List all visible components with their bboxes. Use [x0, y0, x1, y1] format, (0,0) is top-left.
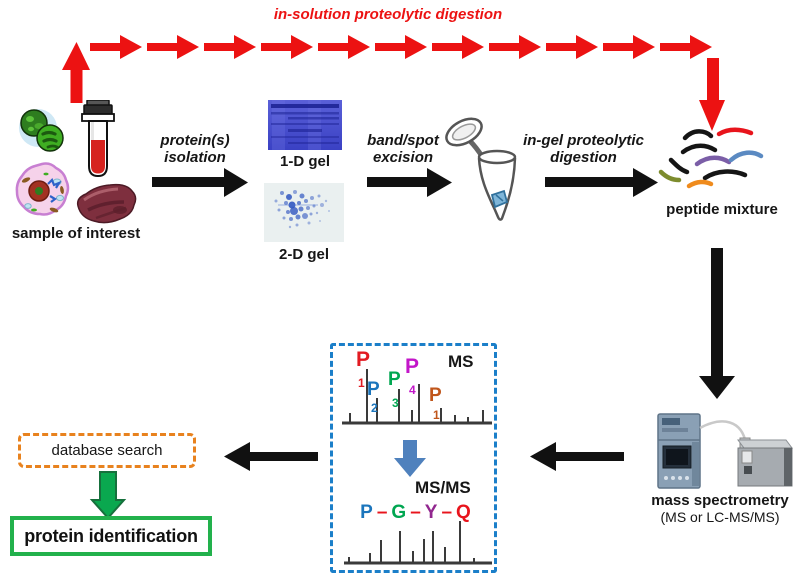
ms-to-msms-blue-arrow — [394, 440, 426, 477]
digestion-step-label: in-gel proteolytic digestion — [516, 132, 651, 167]
mass-spectrometry-line1: mass spectrometry — [651, 492, 789, 509]
sequence-dash: – — [441, 502, 453, 523]
tissue-icon — [76, 183, 137, 224]
1d-gel-label: 1-D gel — [279, 153, 330, 170]
ms-peak-p5-letter: P — [429, 385, 442, 406]
digestion-step-line2: digestion — [550, 149, 617, 167]
red-flow-right-arrows — [90, 35, 712, 59]
ms-peak-p5-sub: 1 — [433, 408, 440, 422]
2d-gel-label: 2-D gel — [278, 246, 329, 263]
ms-peak-p4-sub: 4 — [409, 383, 416, 397]
ms-peak-p4-letter: P — [405, 355, 420, 378]
sequence-letter-g: G — [391, 502, 407, 523]
ms-title: MS — [448, 352, 474, 371]
1d-gel-image — [268, 100, 342, 150]
red-flow-up-arrow — [62, 42, 90, 103]
digestion-arrow — [545, 168, 658, 197]
to-identification-green-arrow — [89, 471, 127, 520]
isolation-step-line2: isolation — [164, 149, 226, 167]
mass-spectrometer-icon — [657, 413, 793, 489]
peptide-mixture-icon — [658, 127, 764, 189]
blood-tube-icon — [81, 100, 115, 178]
ms-peak-p1-letter: P — [356, 348, 371, 371]
ms-peak-p2-letter: P — [367, 379, 380, 400]
peptide-mixture-label: peptide mixture — [666, 201, 778, 218]
protein-identification-label: protein identification — [24, 525, 198, 546]
in-solution-digestion-title: in-solution proteolytic digestion — [273, 6, 503, 23]
sample-of-interest-label: sample of interest — [11, 225, 141, 242]
excision-step-line1: band/spot — [367, 132, 439, 149]
red-flow-down-arrow — [699, 58, 725, 131]
sequence-dash: – — [410, 502, 421, 523]
2d-gel-image — [264, 183, 344, 242]
ms-panel-box — [330, 343, 497, 573]
microcentrifuge-tube-icon — [445, 117, 517, 221]
msms-spectrum — [344, 521, 492, 565]
excision-step-line2: excision — [372, 149, 434, 167]
isolation-arrow — [152, 168, 248, 197]
database-search-box: database search — [18, 433, 196, 468]
sequence-letter-p: P — [360, 502, 373, 523]
cell-icon — [15, 162, 70, 216]
mass-spectrometry-label: mass spectrometry (MS or LC-MS/MS) — [640, 492, 800, 525]
excision-step-label: band/spot excision — [353, 132, 453, 167]
peptide-sequence: P – G – Y – Q — [348, 502, 483, 524]
protein-identification-box: protein identification — [10, 516, 212, 556]
ms-peak-p2-sub: 2 — [371, 401, 378, 415]
ms-peak-p1-sub: 1 — [358, 376, 365, 390]
to-ms-panel-arrow — [530, 442, 624, 471]
ms-peak-p3-letter: P — [388, 369, 401, 390]
database-search-label: database search — [51, 442, 163, 459]
sequence-letter-q: Q — [456, 502, 471, 523]
sequence-dash: – — [376, 502, 388, 523]
sequence-letter-y: Y — [424, 502, 438, 523]
excision-arrow — [367, 168, 452, 197]
ms-peak-p3-sub: 3 — [392, 396, 399, 410]
microbes-icon — [19, 109, 64, 152]
ms-spectrum — [342, 369, 492, 425]
digestion-step-line1: in-gel proteolytic — [523, 132, 644, 149]
msms-title: MS/MS — [415, 478, 471, 497]
to-database-arrow — [224, 442, 318, 471]
isolation-step-label: protein(s) isolation — [145, 132, 245, 167]
to-mass-spec-arrow — [699, 248, 735, 399]
mass-spectrometry-line2: (MS or LC-MS/MS) — [660, 509, 780, 526]
isolation-step-line1: protein(s) — [160, 132, 230, 149]
